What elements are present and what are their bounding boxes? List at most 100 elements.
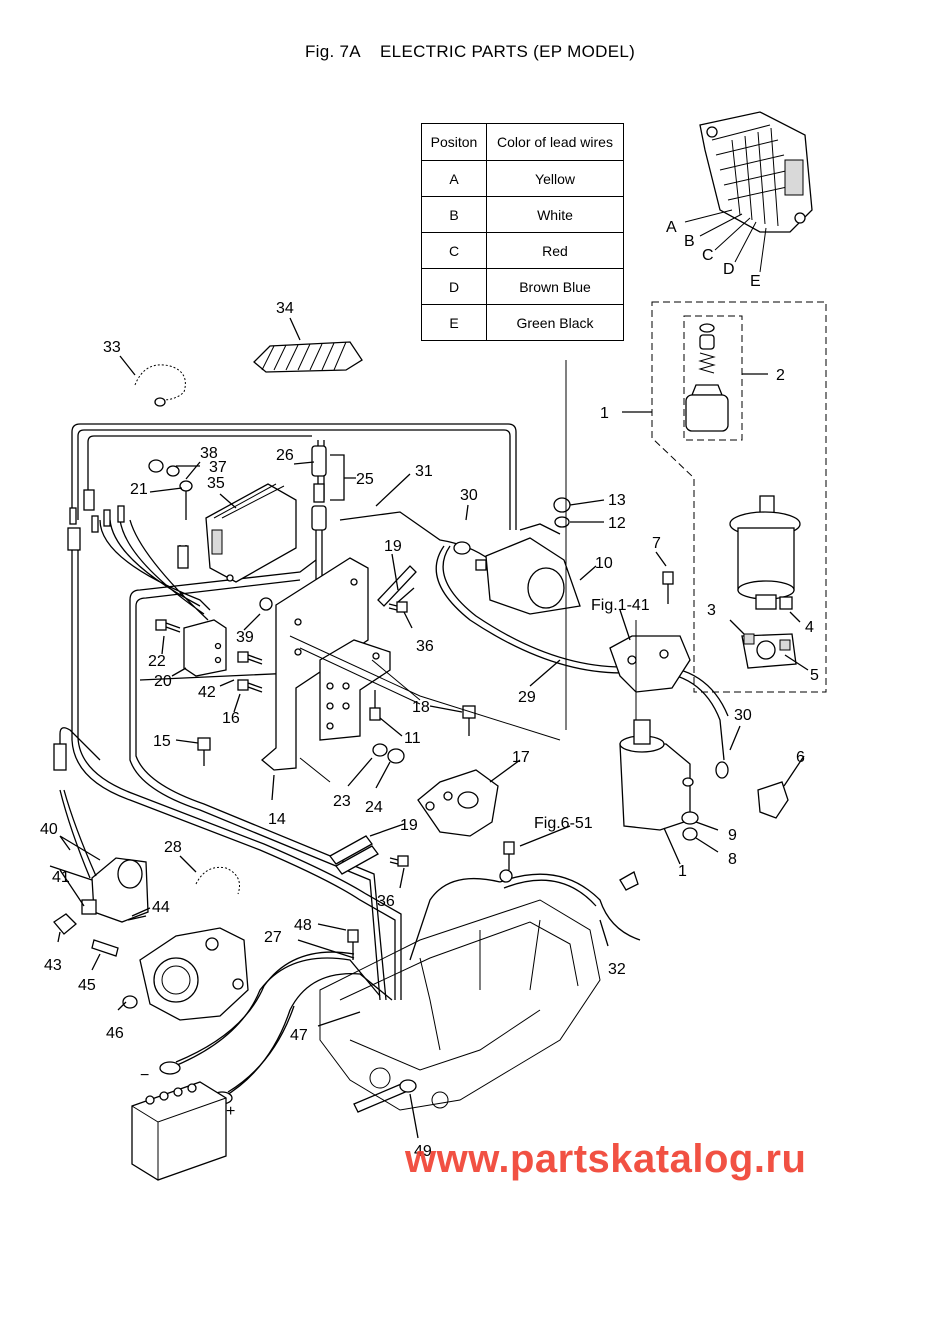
callout-5: 5 [810, 667, 819, 684]
cable-tie-33 [134, 364, 186, 407]
callout-30-top: 30 [460, 487, 478, 504]
small-parts-43-46 [53, 913, 147, 1009]
table-row: D Brown Blue [421, 268, 624, 305]
callout-26: 26 [276, 447, 294, 464]
brush-holder [741, 633, 797, 669]
callout-29: 29 [518, 689, 536, 706]
callout-36-top: 36 [416, 638, 434, 655]
callout-19-top: 19 [384, 538, 402, 555]
callout-8: 8 [728, 851, 737, 868]
callout-12: 12 [608, 515, 626, 532]
callout-2: 2 [776, 367, 785, 384]
callout-21: 21 [130, 481, 148, 498]
engine-frame [319, 899, 601, 1113]
callout-39: 39 [236, 629, 254, 646]
cell-position: D [421, 268, 487, 305]
callout-46: 46 [106, 1025, 124, 1042]
callout-1-motor: 1 [678, 863, 687, 880]
callout-1-kit: 1 [600, 405, 609, 422]
callout-3: 3 [707, 602, 716, 619]
starter-relay-10 [475, 523, 581, 615]
battery-plus-sign: + [226, 1103, 235, 1120]
callout-38: 38 [200, 445, 218, 462]
callout-32: 32 [608, 961, 626, 978]
fig-ref-6-51: Fig.6-51 [534, 815, 593, 832]
protector-tube-34 [253, 341, 363, 373]
figure-title: Fig. 7A ELECTRIC PARTS (EP MODEL) [304, 42, 636, 61]
header-color: Color of lead wires [486, 123, 624, 161]
watermark-url: www.partskatalog.ru [405, 1137, 807, 1181]
fuse-holder-20 [183, 619, 227, 677]
table-row: C Red [421, 232, 624, 269]
callout-23: 23 [333, 793, 351, 810]
callout-20: 20 [154, 673, 172, 690]
callout-9: 9 [728, 827, 737, 844]
wire-letter-c: C [702, 247, 714, 264]
battery [131, 1081, 227, 1181]
callout-17: 17 [512, 749, 530, 766]
callout-15: 15 [153, 733, 171, 750]
cell-color: Green Black [486, 304, 624, 341]
cell-position: E [421, 304, 487, 341]
cell-color: Red [486, 232, 624, 269]
callout-6: 6 [796, 749, 805, 766]
header-position: Positon [421, 123, 487, 161]
callout-7: 7 [652, 535, 661, 552]
callout-48: 48 [294, 917, 312, 934]
callout-43: 43 [44, 957, 62, 974]
throttle-body [139, 927, 249, 1021]
rectifier-top-view [684, 111, 813, 273]
battery-minus-sign: − [140, 1067, 149, 1084]
lead-wire-color-table: Positon Color of lead wires A Yellow B W… [421, 123, 624, 341]
callout-31: 31 [415, 463, 433, 480]
callout-41: 41 [52, 869, 70, 886]
cable-tie-28 [195, 866, 240, 895]
cap-6 [757, 781, 789, 819]
callout-37: 37 [209, 459, 227, 476]
callout-16: 16 [222, 710, 240, 727]
callout-22: 22 [148, 653, 166, 670]
callout-14: 14 [268, 811, 286, 828]
cell-position: C [421, 232, 487, 269]
callout-36-bottom: 36 [377, 893, 395, 910]
callout-40: 40 [40, 821, 58, 838]
callout-47: 47 [290, 1027, 308, 1044]
callout-4: 4 [805, 619, 814, 636]
cell-color: White [486, 196, 624, 233]
wire-letter-e: E [750, 273, 761, 290]
callout-24: 24 [365, 799, 383, 816]
callout-42: 42 [198, 684, 216, 701]
main-harness [67, 423, 517, 1001]
callout-11: 11 [404, 730, 421, 747]
starter-motor-1 [619, 719, 694, 831]
rectifier-mount [205, 483, 297, 583]
table-row: B White [421, 196, 624, 233]
callout-35: 35 [207, 475, 225, 492]
callout-19-bottom: 19 [400, 817, 418, 834]
callout-25: 25 [356, 471, 374, 488]
nut-washer-8-9 [681, 811, 699, 841]
clamp-17 [417, 769, 499, 837]
callout-44: 44 [152, 899, 170, 916]
starter-motor-body [729, 495, 801, 610]
table-row: E Green Black [421, 304, 624, 341]
nut-washer-12-13 [553, 497, 571, 528]
callout-33: 33 [103, 339, 121, 356]
ground-cable-32 [409, 869, 641, 961]
callout-34: 34 [276, 300, 294, 317]
callout-13: 13 [608, 492, 626, 509]
callout-30-right: 30 [734, 707, 752, 724]
wire-letter-b: B [684, 233, 695, 250]
callout-10: 10 [595, 555, 613, 572]
table-header-row: Positon Color of lead wires [421, 123, 624, 161]
wire-letter-d: D [723, 261, 735, 278]
bracket-fig1-41 [609, 635, 691, 693]
callout-45: 45 [78, 977, 96, 994]
sensor-40-41 [53, 727, 149, 923]
pinion-kit-outline [683, 315, 743, 441]
fig-ref-1-41: Fig.1-41 [591, 597, 650, 614]
leader-lines [49, 317, 805, 1139]
washers-37-38 [148, 459, 193, 520]
callout-49: 49 [414, 1143, 432, 1160]
